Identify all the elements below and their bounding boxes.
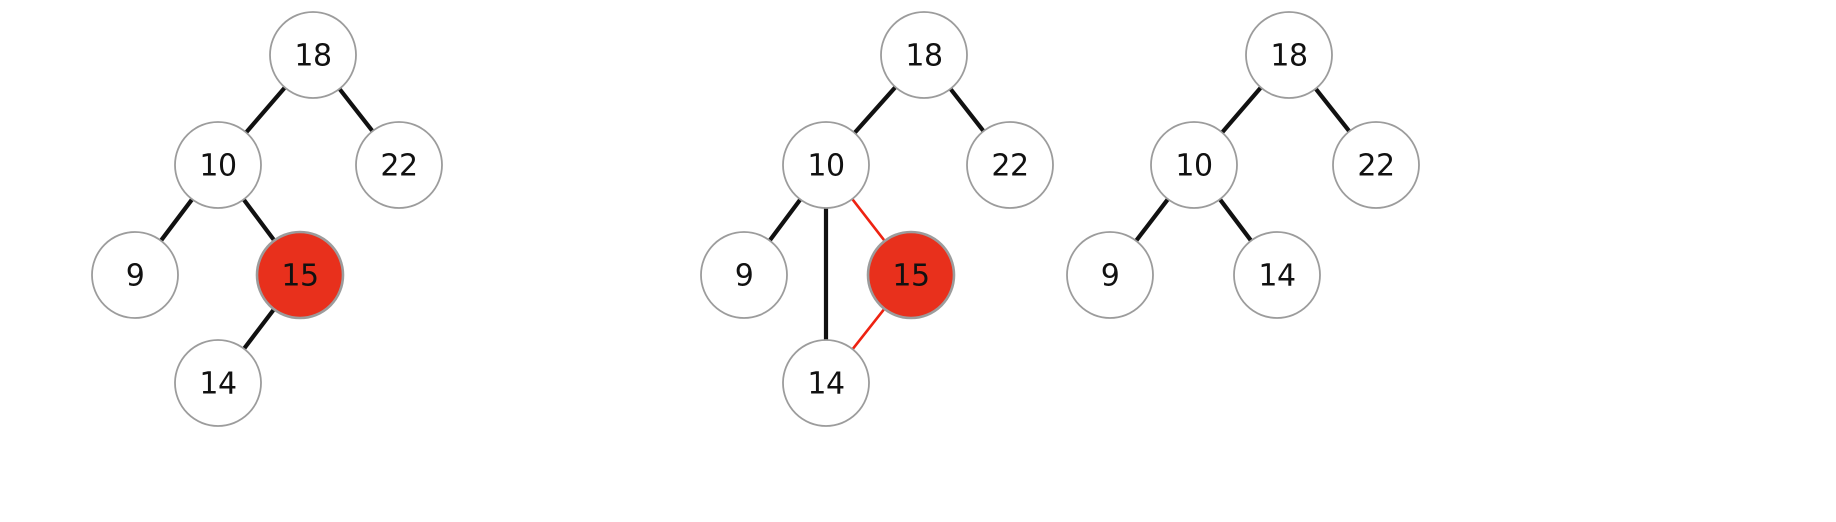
node-label: 15: [892, 259, 929, 294]
node-circle[interactable]: [782, 121, 870, 209]
node-label: 15: [281, 259, 318, 294]
node-circle-highlighted[interactable]: [866, 230, 956, 320]
node-label: 22: [1357, 149, 1394, 184]
node-label: 18: [1270, 39, 1307, 74]
tree-edge: [241, 307, 277, 351]
tree-node[interactable]: 14: [782, 339, 870, 427]
tree-edges-tree-before: [158, 85, 375, 351]
node-label: 9: [735, 259, 754, 294]
node-circle[interactable]: [269, 11, 357, 99]
tree-edge-highlight: [851, 307, 886, 351]
node-label: 18: [294, 39, 331, 74]
node-label: 14: [199, 367, 236, 402]
node-circle[interactable]: [782, 339, 870, 427]
node-circle[interactable]: [91, 231, 179, 319]
tree-edge: [244, 85, 287, 135]
tree-node[interactable]: 18: [269, 11, 357, 99]
tree-node[interactable]: 10: [782, 121, 870, 209]
tree-edge: [241, 197, 277, 243]
tree-edge: [1220, 85, 1263, 135]
node-circle[interactable]: [174, 339, 262, 427]
tree-edge: [1133, 197, 1171, 243]
tree-node[interactable]: 22: [1332, 121, 1420, 209]
node-circle[interactable]: [1066, 231, 1154, 319]
tree-node[interactable]: 14: [174, 339, 262, 427]
tree-edges-tree-during: [767, 85, 986, 351]
tree-node[interactable]: 10: [1150, 121, 1238, 209]
tree-node[interactable]: 15: [255, 230, 345, 320]
node-label: 10: [1175, 149, 1212, 184]
node-label: 14: [1258, 259, 1295, 294]
tree-node[interactable]: 22: [966, 121, 1054, 209]
node-label: 14: [807, 367, 844, 402]
node-circle-highlighted[interactable]: [255, 230, 345, 320]
tree-node[interactable]: 9: [91, 231, 179, 319]
node-circle[interactable]: [880, 11, 968, 99]
tree-edge: [767, 197, 803, 243]
node-label: 22: [380, 149, 417, 184]
node-circle[interactable]: [966, 121, 1054, 209]
node-circle[interactable]: [1245, 11, 1333, 99]
tree-edge: [852, 85, 898, 135]
tree-node[interactable]: 15: [866, 230, 956, 320]
tree-node[interactable]: 14: [1233, 231, 1321, 319]
tree-edge: [1313, 86, 1352, 134]
tree-node[interactable]: 9: [700, 231, 788, 319]
tree-node[interactable]: 10: [174, 121, 262, 209]
edges-layer: [158, 85, 1352, 351]
nodes-layer: 18 10 22 9 15 14 18 10 22 9 15 14 18 10 22 9 14: [91, 11, 1420, 427]
node-circle[interactable]: [1150, 121, 1238, 209]
tree-nodes-tree-before: 18 10 22 9 15 14: [91, 11, 443, 427]
node-label: 10: [199, 149, 236, 184]
node-circle[interactable]: [1332, 121, 1420, 209]
node-label: 22: [991, 149, 1028, 184]
tree-node[interactable]: 18: [880, 11, 968, 99]
node-label: 18: [905, 39, 942, 74]
node-circle[interactable]: [1233, 231, 1321, 319]
tree-edge-highlight: [850, 197, 887, 243]
node-circle[interactable]: [174, 121, 262, 209]
node-label: 9: [126, 259, 145, 294]
tree-nodes-tree-during: 18 10 22 9 15 14: [700, 11, 1054, 427]
tree-edge: [158, 197, 195, 243]
node-label: 9: [1101, 259, 1120, 294]
tree-node[interactable]: 9: [1066, 231, 1154, 319]
node-label: 10: [807, 149, 844, 184]
tree-node[interactable]: 22: [355, 121, 443, 209]
tree-edge: [948, 86, 986, 134]
node-circle[interactable]: [355, 121, 443, 209]
tree-edges-tree-after: [1133, 85, 1352, 243]
tree-node[interactable]: 18: [1245, 11, 1333, 99]
node-circle[interactable]: [700, 231, 788, 319]
tree-edge: [337, 86, 375, 134]
tree-nodes-tree-after: 18 10 22 9 14: [1066, 11, 1420, 319]
tree-edge: [1217, 197, 1254, 243]
